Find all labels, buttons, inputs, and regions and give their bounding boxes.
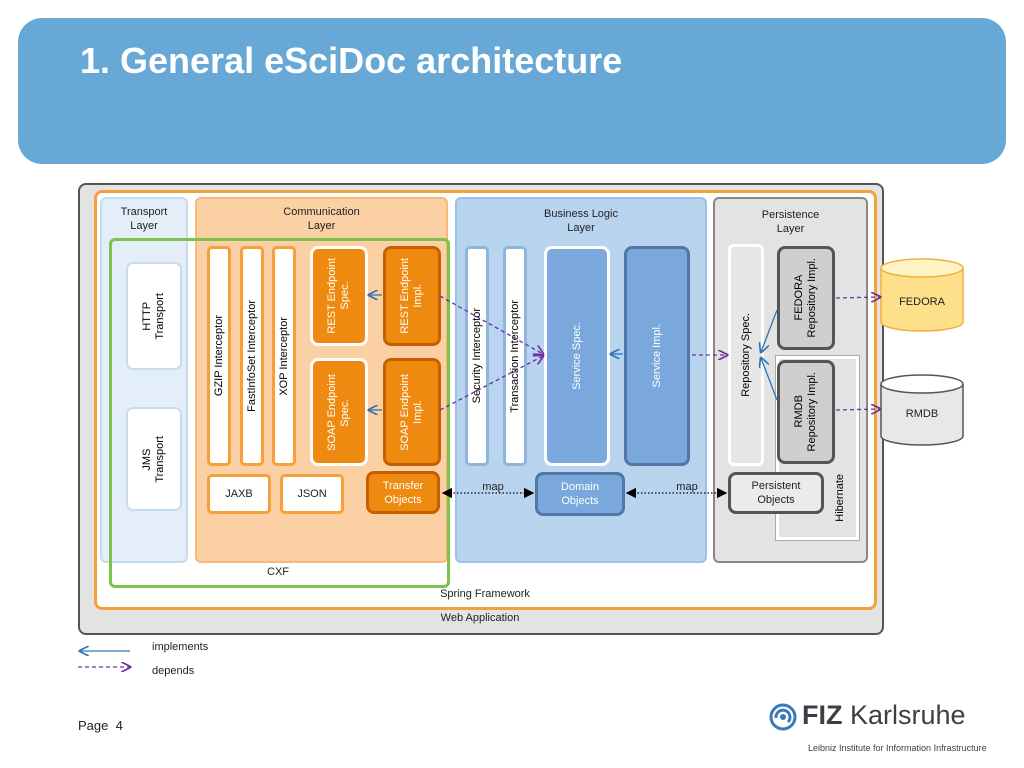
repository-spec-box: Repository Spec. xyxy=(728,244,764,466)
soap-endpoint-impl-box: SOAP Endpoint Impl. xyxy=(383,358,441,466)
xop-interceptor-box: XOP Interceptor xyxy=(272,246,296,466)
fiz-logo-wordmark: FIZ Karlsruhe xyxy=(802,700,966,731)
domain-objects-box: Domain Objects xyxy=(535,472,625,516)
business-logic-layer-title: Business Logic Layer xyxy=(544,208,618,234)
page-indicator: Page 4 xyxy=(78,718,123,733)
depends-arrow-rest xyxy=(439,295,543,354)
fastinfoset-interceptor-box: FastInfoSet Interceptor xyxy=(240,246,264,466)
implements-arrow-fedora xyxy=(761,309,778,352)
fiz-logo-tagline: Leibniz Institute for Information Infras… xyxy=(808,743,987,753)
fiz-logo: FIZ Karlsruhe Leibniz Institute for Info… xyxy=(768,700,994,760)
cxf-frame xyxy=(109,238,450,588)
fedora-database-label: FEDORA xyxy=(899,296,945,308)
soap-endpoint-spec-box: SOAP Endpoint Spec. xyxy=(310,358,368,466)
transfer-objects-box: Transfer Objects xyxy=(366,471,440,514)
depends-arrow-fedora-db xyxy=(835,297,880,298)
rest-endpoint-spec-box: REST Endpoint Spec. xyxy=(310,246,368,346)
title-banner xyxy=(18,18,1006,164)
fedora-database-icon xyxy=(880,258,964,332)
page-label: Page xyxy=(78,718,109,733)
rmdb-database-icon xyxy=(880,374,964,446)
page-number: 4 xyxy=(115,718,123,733)
depends-arrow-soap xyxy=(439,356,543,411)
transaction-interceptor-box: Transaction Interceptor xyxy=(503,246,527,466)
rmdb-database-label: RMDB xyxy=(905,408,939,420)
service-impl-box: Service Impl. xyxy=(624,246,690,466)
persistence-layer-title: Persistence Layer xyxy=(761,209,820,235)
rmdb-repository-impl-box: RMDB Repository Impl. xyxy=(777,360,835,464)
security-interceptor-box: Security Interceptor xyxy=(465,246,489,466)
cxf-label: CXF xyxy=(267,566,289,578)
fiz-logo-rest: Karlsruhe xyxy=(850,700,966,730)
json-box: JSON xyxy=(280,474,344,514)
jaxb-box: JAXB xyxy=(207,474,271,514)
slide-title: 1. General eSciDoc architecture xyxy=(80,40,623,81)
transport-layer-title: Transport Layer xyxy=(120,206,168,232)
rest-endpoint-impl-box: REST Endpoint Impl. xyxy=(383,246,441,346)
fiz-logo-bold: FIZ xyxy=(802,700,843,730)
gzip-interceptor-box: GZIP Interceptor xyxy=(207,246,231,466)
legend-depends-label: depends xyxy=(152,665,195,677)
implements-arrow-rmdb xyxy=(761,358,778,401)
spring-framework-label: Spring Framework xyxy=(440,588,530,600)
fiz-logo-swirl-icon xyxy=(769,703,797,731)
fedora-repository-impl-box: FEDORA Repository Impl. xyxy=(777,246,835,350)
web-application-label: Web Application xyxy=(440,612,520,624)
http-transport-box: HTTP Transport xyxy=(126,262,182,370)
persistent-objects-box: Persistent Objects xyxy=(728,472,824,514)
jms-transport-box: JMS Transport xyxy=(126,407,182,511)
depends-arrow-rmdb-db xyxy=(835,409,880,410)
legend-implements-label: implements xyxy=(152,641,209,653)
communication-layer-title: Communication Layer xyxy=(283,206,360,232)
